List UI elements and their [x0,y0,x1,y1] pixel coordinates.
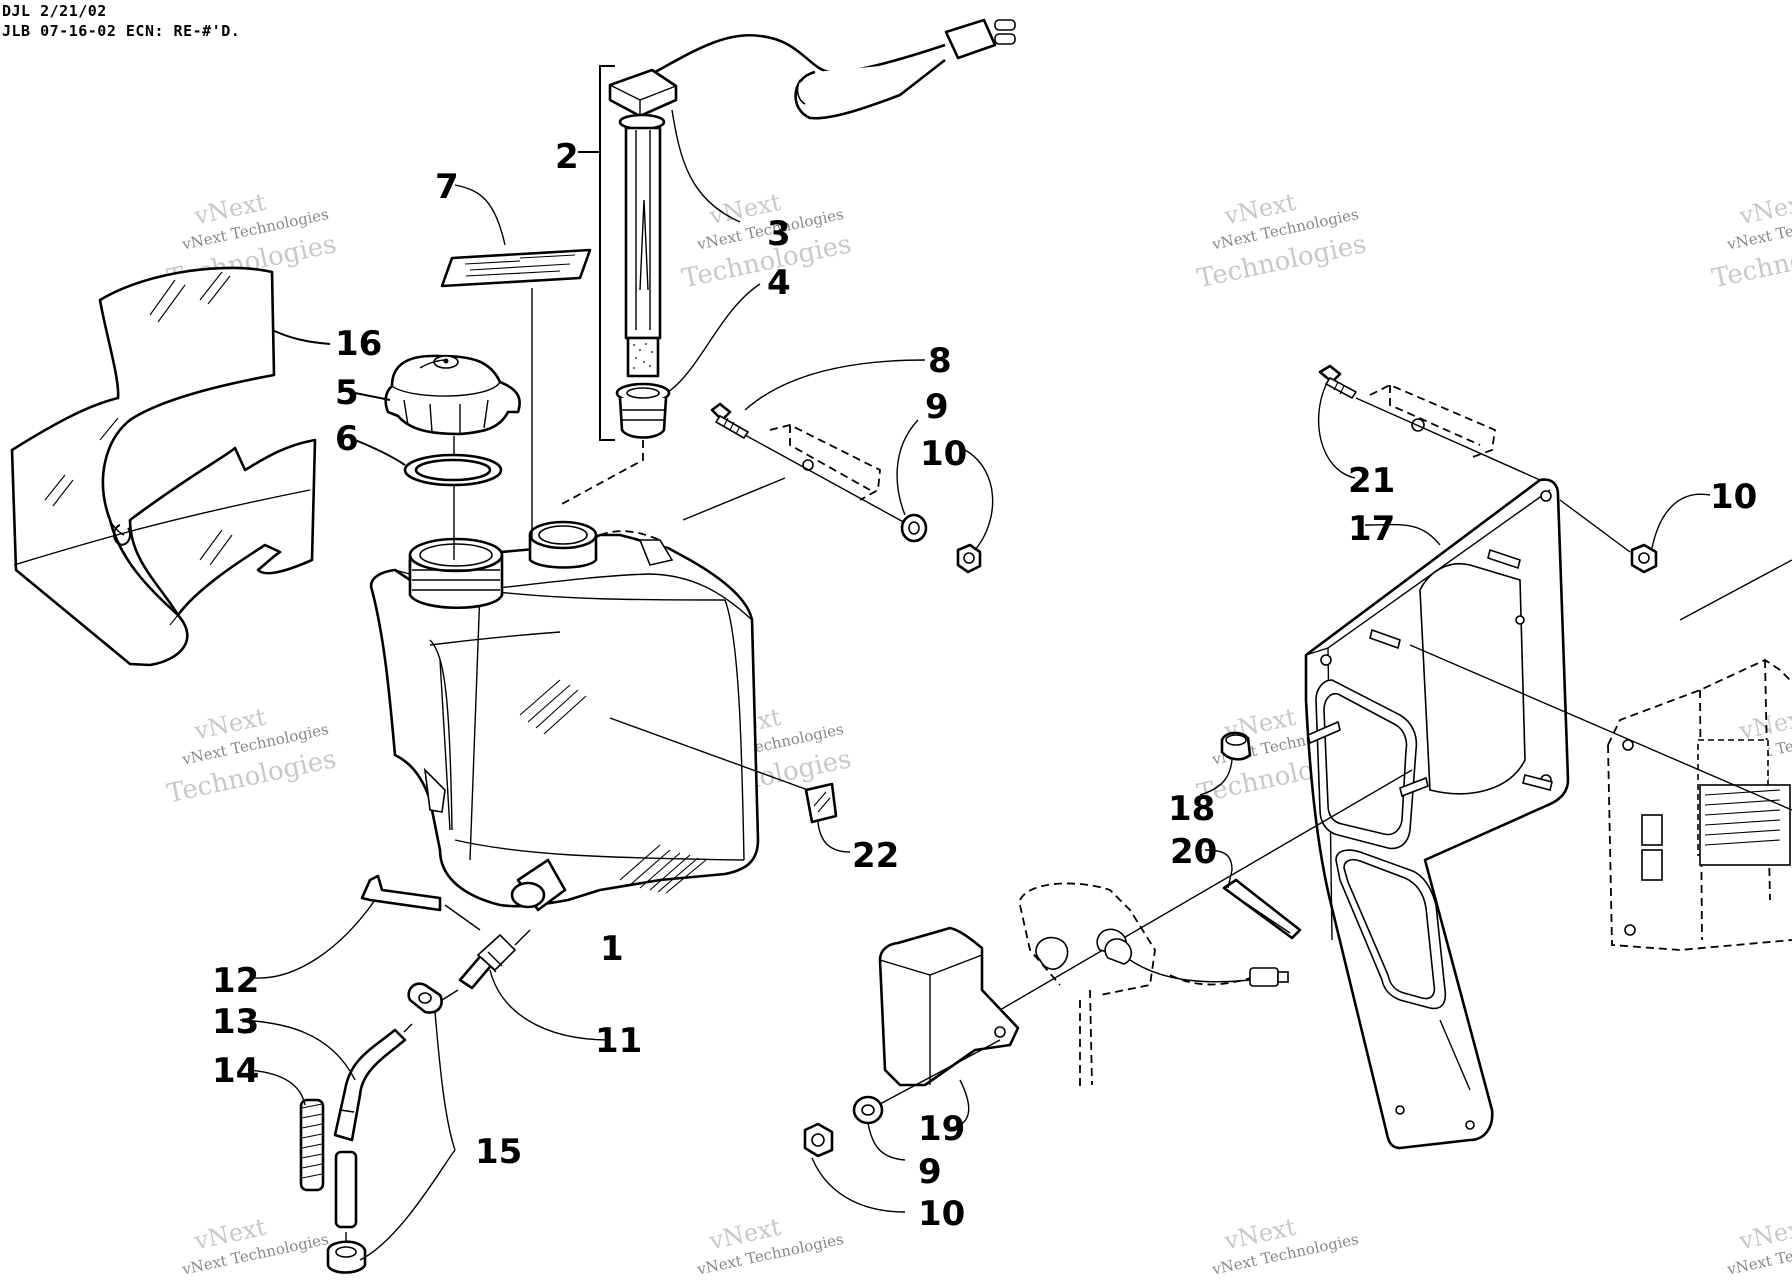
callout-3: 3 [767,214,791,254]
part-20-plate [999,769,1413,1011]
watermark: vNext vNext Technologies [1210,1213,1360,1279]
watermark: vNext vNext Technologies Technologies [1709,188,1792,294]
callout-12: 12 [212,961,259,1001]
part-21-bolt [1317,364,1541,481]
callout-10-right: 10 [1710,477,1757,517]
part-9-washer [896,419,928,543]
callout-labels: 1 2 3 4 5 6 7 8 9 10 10 11 12 13 14 15 1… [212,137,1757,1234]
rectifier-harness [1019,882,1289,1090]
part-9-washer-b [852,1039,1001,1161]
watermark: vNext vNext Technologies Technologies [1194,188,1369,294]
watermark: vNext vNext Technologies Technologies [679,188,854,294]
watermark: vNext vNext Technologies Technologies [164,703,339,809]
part-18-grommet [1199,731,1252,796]
part-8-bolt [710,359,926,531]
part-15-clamp-a [407,982,459,1151]
part-11-fitting [458,929,611,1041]
callout-13: 13 [212,1002,259,1042]
callout-4: 4 [767,263,791,303]
watermark: vNext vNext Technologies [180,1213,330,1279]
part-22-decal [609,717,851,853]
callout-11: 11 [595,1021,642,1061]
callout-22: 22 [852,836,899,876]
callout-15: 15 [475,1132,522,1172]
callout-18: 18 [1168,789,1215,829]
part-19-module [878,926,1020,1129]
revision-line-2: JLB 07-16-02 ECN: RE-#'D. [2,22,241,40]
callout-17: 17 [1348,509,1395,549]
callout-20: 20 [1170,832,1217,872]
watermark: vNext vNext Technologies [1725,1213,1792,1279]
callout-8: 8 [928,341,952,381]
callout-6: 6 [335,419,359,459]
callout-10-bottom: 10 [918,1194,965,1234]
callout-14: 14 [212,1051,259,1091]
part-12-clip [254,874,481,979]
part-10-nut-b [1559,493,1711,574]
part-7-decal [440,184,592,288]
callout-2: 2 [555,137,579,177]
callout-9: 9 [925,387,949,427]
part-15-hose-segment [334,1150,358,1245]
part-1-oil-tank [369,520,760,912]
part-10-nut-a [956,449,994,574]
callout-7: 7 [435,167,459,207]
callout-9-bottom: 9 [918,1152,942,1192]
revision-line-1: DJL 2/21/02 [2,2,107,20]
callout-1: 1 [600,929,624,969]
part-6-gasket [354,439,503,487]
part-2-sender-assembly [559,18,1016,506]
callout-5: 5 [335,373,359,413]
watermark: vNext vNext Technologies [695,1213,845,1279]
part-14-spring [247,1069,325,1192]
part-13-hose [239,1019,413,1142]
callout-10: 10 [920,434,967,474]
control-module [1409,644,1792,951]
part-10-nut-c [803,1122,906,1213]
part-15-clamp-b [326,1149,456,1274]
callout-19: 19 [918,1109,965,1149]
part-16-shield [10,266,331,667]
part-5-filler-cap [354,354,521,436]
callout-21: 21 [1348,461,1395,501]
callout-16: 16 [335,324,382,364]
part-17-bracket [1304,478,1570,1150]
